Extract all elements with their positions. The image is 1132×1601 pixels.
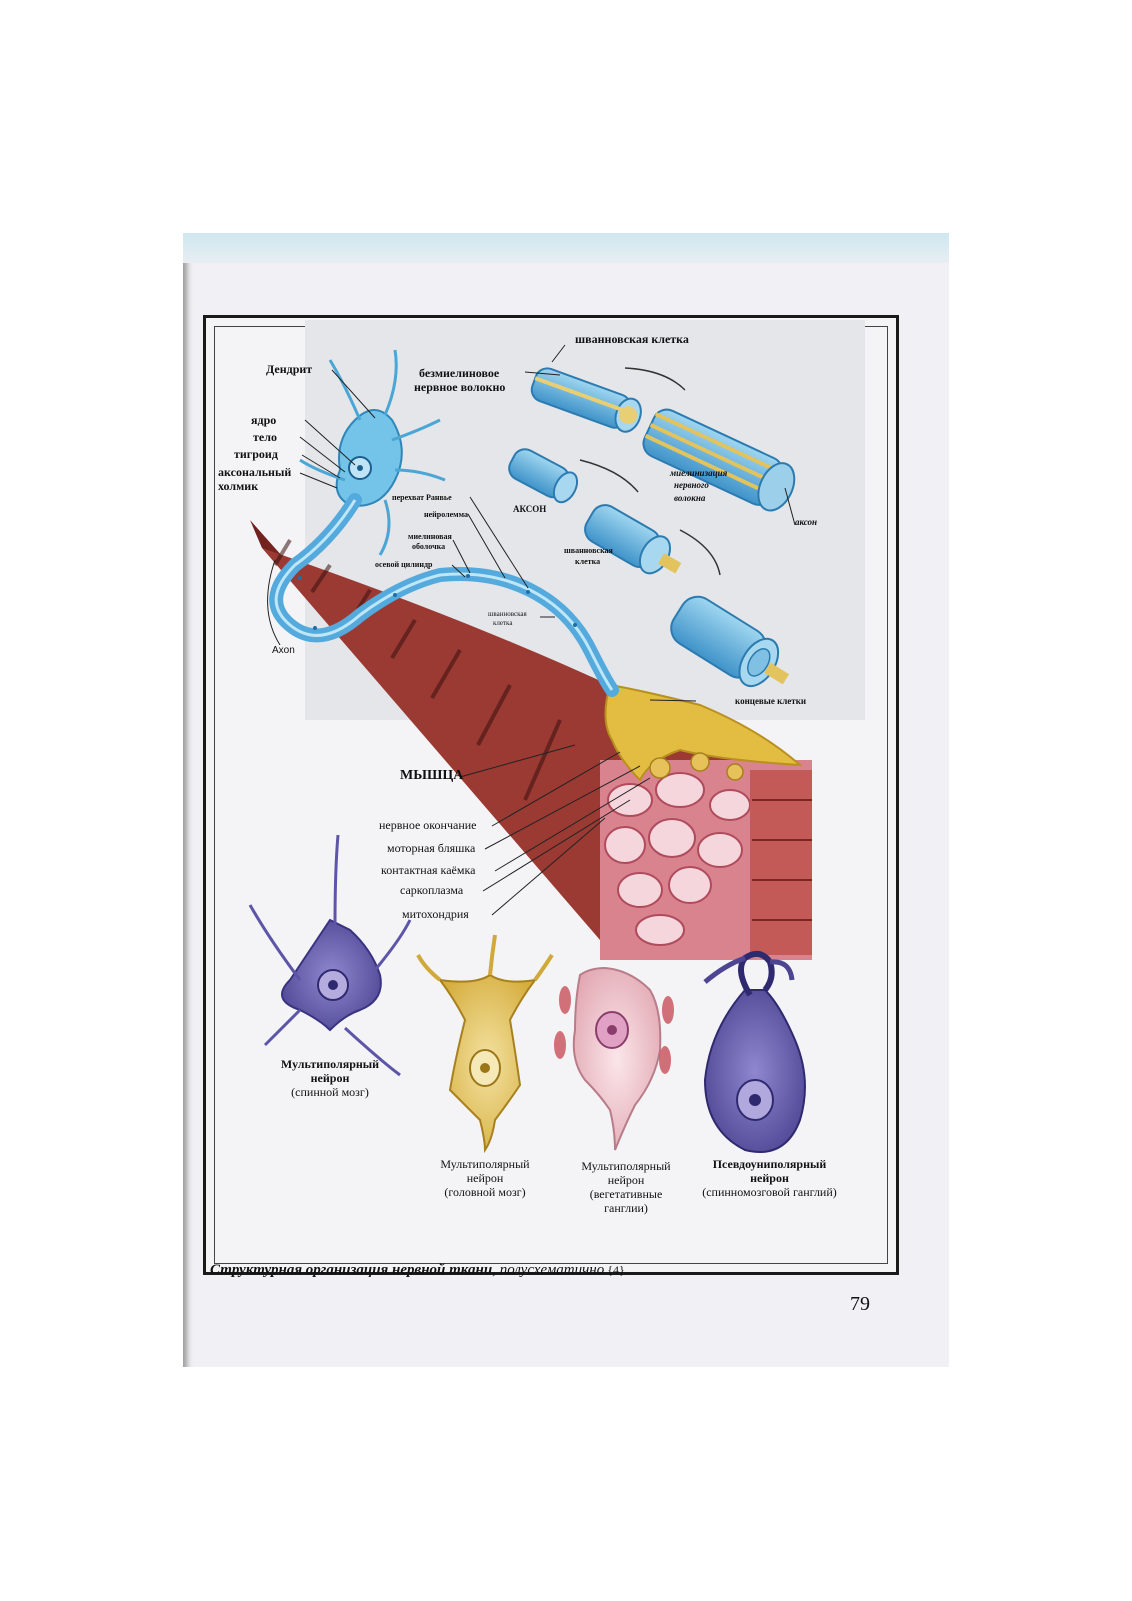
leader-lines (267, 344, 796, 916)
caption-spinal-neuron: Мультиполярный нейрон (спинной мозг) (255, 1057, 405, 1099)
label-unmyelinated-2: нервное волокно (414, 380, 506, 394)
axon (269, 493, 619, 697)
spinal-neuron (248, 834, 412, 1077)
caption-qualifier: , полусхематично (492, 1262, 605, 1278)
caption-title: Структурная организация нервной ткани (210, 1262, 493, 1278)
label-end-cells: концевые клетки (735, 696, 807, 706)
caption-vegetative-line4: ганглии) (604, 1201, 648, 1215)
label-axon-hillock-1: аксональный (218, 465, 292, 479)
caption-pseudo-line1: Псевдоуниполярный (712, 1157, 827, 1171)
label-muscle: МЫШЦА (400, 768, 464, 783)
label-mitochondria: митохондрия (402, 907, 469, 921)
label-tigroid: тигроид (234, 447, 278, 461)
figure-caption: Структурная организация нервной ткани, п… (210, 1262, 628, 1279)
fiber-diagram (508, 367, 796, 688)
label-schwann-mid-1: шванновская (564, 546, 613, 555)
label-nucleus: ядро (251, 413, 277, 427)
caption-brain-line3: (головной мозг) (444, 1185, 526, 1199)
label-myelination-1: миелинизация (670, 468, 728, 478)
label-nerve-ending: нервное окончание (379, 818, 477, 832)
caption-vegetative-line2: нейрон (607, 1173, 645, 1187)
label-axon-right: аксон (795, 517, 817, 527)
caption-vegetative-line1: Мультиполярный (581, 1159, 671, 1173)
label-axon-hillock-2: холмик (218, 479, 259, 493)
label-myelin-1: миелиновая (408, 532, 452, 541)
caption-pseudo-line2: нейрон (750, 1171, 789, 1185)
label-schwann-small-2: клетка (493, 619, 513, 627)
caption-vegetative-neuron: Мультиполярный нейрон (вегетативные ганг… (556, 1159, 696, 1215)
label-motor-plaque: моторная бляшка (387, 841, 476, 855)
label-axon-en: Axon (272, 645, 295, 656)
label-dendrite: Дендрит (266, 362, 313, 376)
caption-vegetative-line3: (вегетативные (589, 1187, 663, 1201)
label-neurolemma: нейролемма (424, 510, 468, 519)
label-myelination-2: нервного (674, 480, 709, 490)
label-contact-rim: контактная каёмка (381, 863, 476, 877)
blue-neuron (299, 349, 446, 556)
label-myelin-2: оболочка (412, 542, 446, 551)
label-axon-caps: АКСОН (513, 504, 547, 514)
caption-reference: {4}. (604, 1263, 628, 1277)
caption-brain-line2: нейрон (466, 1171, 504, 1185)
muscle-fiber (250, 520, 812, 960)
caption-brain-neuron: Мультиполярный нейрон (головной мозг) (410, 1157, 560, 1199)
caption-spinal-line2: нейрон (310, 1071, 350, 1085)
caption-brain-line1: Мультиполярный (440, 1157, 530, 1171)
caption-spinal-line3: (спинной мозг) (291, 1085, 369, 1099)
label-schwann-mid-2: клетка (575, 557, 601, 566)
label-schwann-small-1: шванновская (488, 610, 527, 618)
page-edge-strip (183, 233, 949, 263)
brain-neuron (416, 934, 554, 1154)
label-schwann-cell-top: шванновская клетка (575, 332, 689, 346)
label-ranvier-node: перехват Ранвье (392, 493, 452, 502)
label-body: тело (253, 430, 277, 444)
caption-spinal-line1: Мультиполярный (280, 1057, 380, 1071)
label-unmyelinated-1: безмиелиновое (419, 366, 500, 380)
vegetative-neuron (554, 966, 674, 1151)
caption-pseudo-line3: (спинномозговой ганглий) (702, 1185, 837, 1199)
page-number: 79 (850, 1293, 870, 1315)
pseudounipolar-neuron (703, 950, 806, 1153)
label-axial-cylinder: осевой цилиндр (375, 560, 433, 569)
caption-pseudounipolar-neuron: Псевдоуниполярный нейрон (спинномозговой… (682, 1157, 857, 1199)
label-sarcoplasm: саркоплазма (400, 883, 464, 897)
label-myelination-3: волокна (674, 493, 706, 503)
